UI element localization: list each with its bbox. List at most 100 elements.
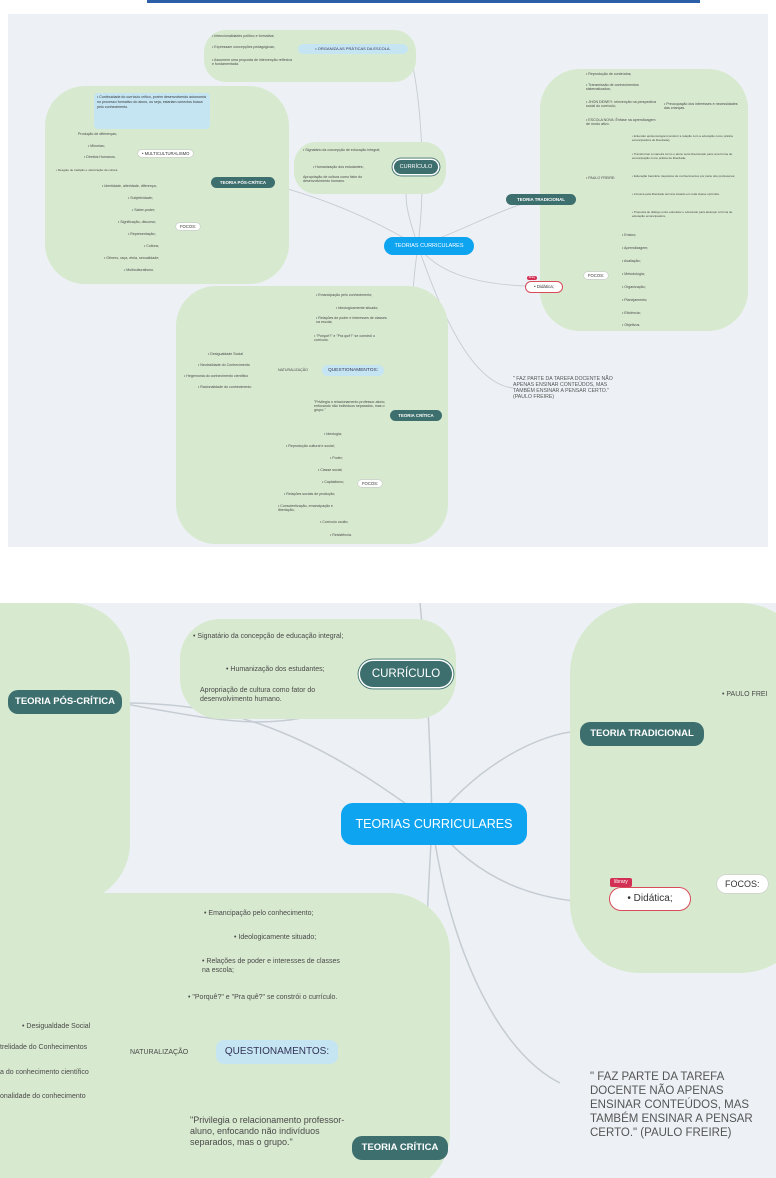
critica-focos-item: • Ideologia; [324, 432, 342, 436]
organiza-item: • Expressam concepções pedagógicas; [212, 45, 275, 49]
critica-item: • Ideologicamente situado; [336, 306, 379, 310]
nat-item: • Neutralidade do Conhecimento [198, 363, 250, 367]
zoom-nat-item: onalidade do conhecimento [0, 1093, 86, 1100]
zoom-curriculo-node[interactable]: CURRÍCULO [360, 661, 452, 687]
nat-item: • Desigualdade Social [208, 352, 244, 356]
trad-focos-item: • Objetivos. [622, 323, 641, 327]
trad-focos-item: • Metodologia; [622, 272, 645, 276]
zoom-cloud-critica [0, 893, 450, 1178]
trad-focos-node[interactable]: FOCOS: [584, 272, 609, 279]
didatica-tag: library [527, 276, 537, 280]
zoom-curriculo-item: Apropriação de cultura como fator do des… [200, 687, 316, 703]
zoom-nat-item: a do conhecimento científico [0, 1069, 89, 1076]
zoom-didatica-tag: library [610, 878, 632, 887]
zoom-freire-node: • PAULO FREI [722, 691, 768, 698]
organiza-item: • Assumem uma proposta de intervenção re… [212, 58, 292, 66]
zoom-tradicional-node[interactable]: TEORIA TRADICIONAL [580, 722, 704, 746]
cloud-organiza [204, 30, 416, 82]
pos-focos-item: • Significação, discurso; [118, 220, 157, 224]
critica-focos-item: • Classe social; [318, 468, 343, 472]
zoom-naturalizacao-node: NATURALIZAÇÃO [130, 1049, 189, 1056]
freire-quote: " FAZ PARTE DA TAREFA DOCENTE NÃO APENAS… [513, 376, 613, 400]
pos-focos-item: • Subjetividade; [128, 196, 153, 200]
top-rule [147, 0, 700, 3]
trad-focos-item: • Eficiência; [622, 311, 641, 315]
pos-focos-item: • Representação; [128, 232, 156, 236]
curriculo-item: Apropriação de cultura como fator do des… [303, 175, 363, 183]
questionamentos-node[interactable]: QUESTIONAMENTOS: [322, 365, 384, 376]
zoom-didatica-node[interactable]: • Didática; [609, 887, 691, 911]
curriculo-node[interactable]: CURRÍCULO [394, 160, 438, 174]
freire-item: • Transformar a maneira como o aluno ser… [632, 152, 733, 160]
critica-focos-item: • Capitalismo; [322, 480, 345, 484]
organiza-node[interactable]: • ORGANIZA AS PRÁTICAS DA ESCOLA. [298, 44, 408, 54]
multi-item: • Direitos Humanos. [84, 155, 116, 159]
freire-item: • Proposta de diálogo entre educador e e… [632, 210, 733, 218]
critica-focos-item: • Resistência. [330, 533, 352, 537]
naturalizacao-node: NATURALIZAÇÃO [278, 368, 308, 372]
zoom-freire-quote: " FAZ PARTE DA TAREFA DOCENTE NÃO APENAS… [590, 1071, 753, 1139]
organiza-item: • Intencionalidades político e formativa… [212, 34, 275, 38]
curriculo-item: • Humanização dos estudantes; [313, 165, 364, 169]
critica-focos-item: • Reprodução cultural e social; [286, 444, 335, 448]
trad-focos-item: • Aprendizagem; [622, 246, 649, 250]
mindmap-overview[interactable]: • Intencionalidades político e formativa… [8, 14, 768, 547]
trad-focos-item: • Planejamento; [622, 298, 648, 302]
pos-focos-node[interactable]: FOCOS: [176, 223, 201, 230]
zoom-trad-focos-node[interactable]: FOCOS: [717, 875, 768, 893]
mindmap-zoomed[interactable]: TEORIA PÓS-CRÍTICA • Signatário da conce… [0, 603, 776, 1178]
trad-focos-item: • Organização; [622, 285, 646, 289]
critica-quote: "Privilegia o relacionamento professor-a… [314, 400, 386, 412]
pos-focos-item: • Saber-poder; [132, 208, 156, 212]
critica-item: • Emancipação pelo conhecimento; [316, 293, 373, 297]
multi-item: Produção de diferenças; [78, 132, 117, 136]
freire-item: • Entender epistemologia (construir a re… [632, 134, 733, 142]
zoom-cloud-tradicional [570, 603, 776, 973]
tradicional-node[interactable]: TEORIA TRADICIONAL [506, 194, 576, 205]
nat-item: • Hegemonia do conhecimento científico [184, 374, 249, 378]
critica-node[interactable]: TEORIA CRÍTICA [390, 410, 442, 421]
zoom-curriculo-item: • Humanização dos estudantes; [226, 666, 325, 673]
freire-item: • Educação bancária: depósitos de conhec… [632, 174, 736, 178]
curriculo-item: • Signatário da concepção de educação in… [303, 148, 381, 152]
zoom-critica-item: • Emancipação pelo conhecimento; [204, 910, 314, 917]
freire-node: • PAULO FREIRE: [586, 176, 616, 180]
multi-item: • Minorias; [88, 144, 105, 148]
zoom-nat-item: • Desigualdade Social [22, 1023, 91, 1030]
pos-critica-note: • Continuidade do currículo crítico, por… [94, 93, 210, 129]
multi-item: • Resgate de tradição e valorização da c… [56, 168, 119, 172]
freire-item: • A busca pela liberdade termina situado… [632, 192, 720, 196]
zoom-critica-node[interactable]: TEORIA CRÍTICA [352, 1136, 448, 1160]
zoom-curriculo-item: • Signatário da concepção de educação in… [193, 633, 344, 640]
trad-item: • ESCOLA NOVA: Ênfase na aprendizagem de… [586, 118, 656, 126]
multiculturalismo-node[interactable]: • MULTICULTURALISMO [138, 150, 194, 157]
pos-focos-item: • Gênero, raça, etnia, sexualidade; [104, 256, 160, 260]
critica-focos-item: • Conscientização, emancipação e liberta… [278, 504, 333, 512]
zoom-critica-quote: "Privilegia o relacionamento professor-a… [190, 1115, 345, 1147]
pos-focos-item: • Cultura; [144, 244, 159, 248]
critica-focos-node[interactable]: FOCOS: [358, 480, 383, 487]
critica-focos-item: • Poder; [330, 456, 343, 460]
zoom-center-node[interactable]: TEORIAS CURRICULARES [341, 803, 527, 845]
pos-focos-item: • Identidade, alteridade, diferença; [102, 184, 157, 188]
critica-focos-item: • Currículo oculto; [320, 520, 349, 524]
pos-focos-item: • Multiculturalismo. [124, 268, 155, 272]
pos-critica-node[interactable]: TEORIA PÓS-CRÍTICA [211, 177, 275, 188]
zoom-questionamentos-node[interactable]: QUESTIONAMENTOS: [216, 1040, 338, 1064]
zoom-nat-item: trelidade do Conhecimentos [0, 1044, 88, 1051]
trad-focos-item: • Avaliação; [622, 259, 641, 263]
zoom-critica-item: • "Porquê?" e "Pra quê?" se constrói o c… [188, 994, 338, 1001]
trad-item: • JHON DEWEY: reinvenção na perspectiva … [586, 100, 656, 108]
critica-item: • Relações de poder e interesses de clas… [316, 316, 387, 324]
center-node[interactable]: TEORIAS CURRICULARES [384, 237, 474, 255]
trad-item: • Transmissão de conhecimentos sistemati… [586, 83, 639, 91]
didatica-node[interactable]: • Didática; [525, 281, 563, 293]
nat-item: • Racionalidade do conhecimento [198, 385, 252, 389]
zoom-critica-item: • Relações de poder e interesses de clas… [202, 958, 340, 974]
trad-focos-item: • Ensino; [622, 233, 637, 237]
critica-focos-item: • Relações sociais de produção; [284, 492, 336, 496]
zoom-pos-critica-node[interactable]: TEORIA PÓS-CRÍTICA [8, 690, 122, 714]
dewey-note: • Preocupação dos interesses e necessida… [664, 102, 738, 110]
trad-item: • Reprodução de conteúdos; [586, 72, 632, 76]
zoom-cloud-pos-critica [0, 603, 130, 903]
